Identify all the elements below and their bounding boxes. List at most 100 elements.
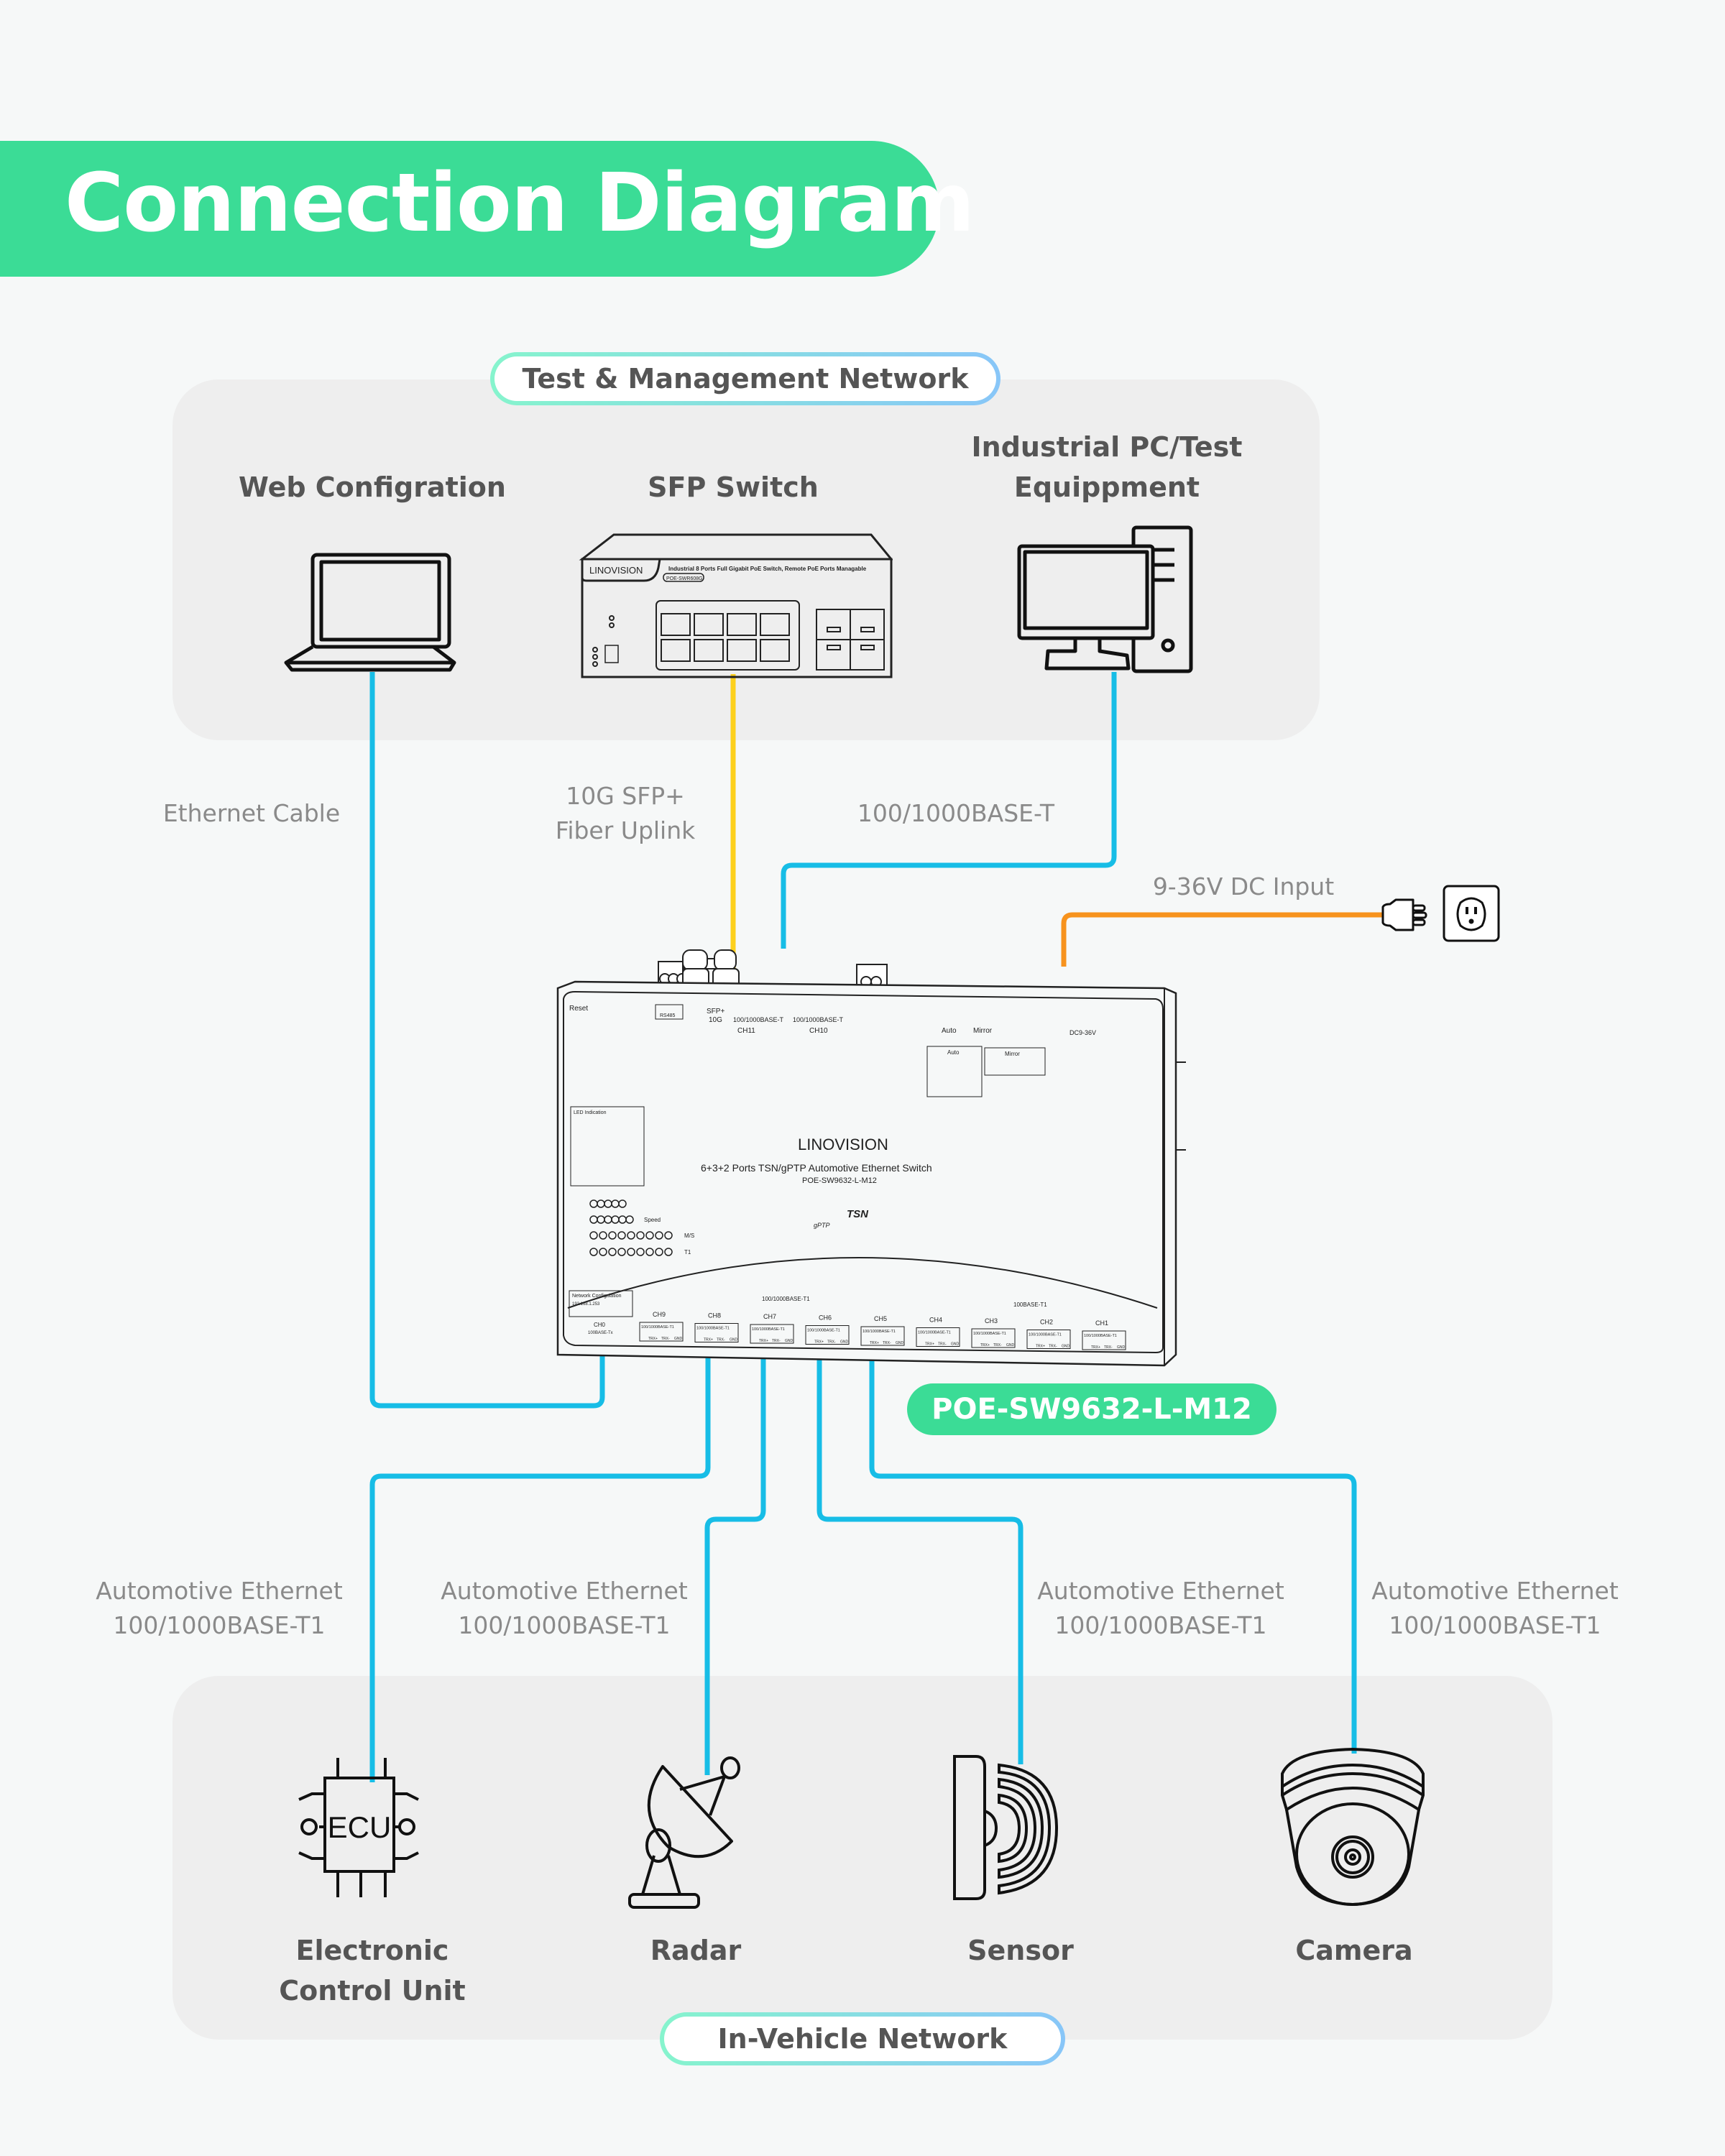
ch11-rj45-label: 100/1000BASE-T	[733, 1016, 784, 1023]
channel-pin: TRX-	[883, 1341, 891, 1345]
power-cable	[1061, 912, 1384, 967]
section-label-text: Test & Management Network	[494, 356, 996, 401]
sfp-switch-icon: LINOVISION Industrial 8 Ports Full Gigab…	[579, 533, 893, 678]
ethernet-cable-laptop	[369, 672, 605, 1409]
title-banner	[0, 141, 939, 277]
channel-connector	[694, 1323, 739, 1342]
device-label-ecu: Electronic Control Unit	[229, 1930, 516, 2011]
section-label-test-management: Test & Management Network	[490, 352, 1000, 405]
main-switch-model: POE-SW9632-L-M12	[802, 1176, 877, 1185]
device-label-industrial-pc: Industrial PC/Test Equippment	[927, 427, 1287, 507]
ch0-label: CH0	[594, 1322, 606, 1328]
auto-switch-label: Auto	[942, 1027, 957, 1035]
mirror-box-title: Mirror	[1005, 1051, 1020, 1057]
channel-type: 100/1000BASE-T1	[1029, 1333, 1062, 1337]
cable-label-sfp-fiber: 10G SFP+ Fiber Uplink	[532, 779, 719, 848]
channel-name: CH2	[1040, 1319, 1053, 1326]
channel-pin: TRX-	[661, 1337, 670, 1341]
led-row-t1: T1	[684, 1249, 691, 1256]
ethernet-cable-ecu	[369, 1355, 711, 1782]
power-plug-icon	[1381, 898, 1427, 931]
cable-label-camera: Automotive Ethernet 100/1000BASE-T1	[1362, 1574, 1628, 1643]
channel-name: CH5	[874, 1315, 887, 1322]
channel-connector	[1082, 1330, 1126, 1350]
device-label-line: Control Unit	[279, 1975, 466, 2007]
channel-pin: GND	[896, 1341, 904, 1345]
channel-pin: TRX-	[717, 1338, 725, 1342]
section-label-text: In-Vehicle Network	[664, 2017, 1061, 2061]
sfp-label: SFP+	[707, 1008, 724, 1015]
channel-pin: GND	[674, 1337, 683, 1341]
group-label-1000base-t1: 100/1000BASE-T1	[762, 1296, 810, 1302]
channel-pin: TRX+	[925, 1342, 934, 1347]
channel-connector	[639, 1322, 684, 1342]
channel-name: CH3	[985, 1317, 998, 1325]
channel-pin: TRX-	[772, 1339, 781, 1343]
channel-pin: TRX+	[759, 1339, 768, 1343]
channel-pin: GND	[1006, 1343, 1015, 1348]
channel-name: CH9	[653, 1311, 666, 1318]
ch10-rj45-label: 100/1000BASE-T	[793, 1016, 844, 1023]
rs485-label: RS485	[660, 1013, 676, 1018]
cable-label-1000base-t: 100/1000BASE-T	[857, 799, 1055, 827]
channel-pin: TRX-	[993, 1343, 1002, 1348]
net-config-title: Network Configulation	[572, 1294, 622, 1299]
led-grid	[589, 1199, 673, 1256]
channel-connector	[860, 1326, 905, 1346]
desktop-pc-icon	[1017, 525, 1193, 673]
channel-connector	[1026, 1330, 1071, 1349]
channel-pin: GND	[1062, 1345, 1070, 1349]
cable-label-line: 100/1000BASE-T1	[458, 1611, 671, 1639]
ch0-type: 100BASE-Tx	[588, 1331, 613, 1335]
cable-label-line: 10G SFP+	[566, 782, 685, 810]
channel-name: CH4	[929, 1317, 942, 1324]
cable-label-dc-input: 9-36V DC Input	[1152, 872, 1335, 900]
channel-type: 100/1000BASE-T1	[807, 1329, 840, 1333]
channel-pin: TRX+	[704, 1338, 713, 1342]
channel-type: 100/1000BASE-T1	[918, 1331, 951, 1335]
cable-label-radar: Automotive Ethernet 100/1000BASE-T1	[431, 1574, 697, 1643]
cable-label-line: Automotive Ethernet	[441, 1577, 688, 1605]
model-badge: POE-SW9632-L-M12	[907, 1383, 1276, 1435]
ecu-chip-text: ECU	[328, 1810, 392, 1844]
ecu-chip-icon: ECU	[298, 1758, 419, 1897]
cable-label-line: 100/1000BASE-T1	[1054, 1611, 1267, 1639]
dc-label: DC9-36V	[1070, 1029, 1096, 1036]
ch10-label: CH10	[809, 1027, 828, 1035]
channel-pin: TRX+	[814, 1340, 824, 1345]
cable-label-line: Automotive Ethernet	[1371, 1577, 1619, 1605]
cable-label-ethernet: Ethernet Cable	[162, 799, 341, 827]
main-switch-brand: LINOVISION	[798, 1135, 888, 1153]
group-label-100base-t1: 100BASE-T1	[1013, 1302, 1047, 1308]
channel-pin: GND	[730, 1338, 738, 1342]
device-label-radar: Radar	[650, 1935, 742, 1966]
channel-name: CH6	[819, 1314, 832, 1322]
ethernet-cable-sensor	[816, 1355, 1024, 1764]
channel-pin: TRX-	[938, 1342, 947, 1347]
cable-label-line: Fiber Uplink	[555, 816, 696, 844]
ethernet-cable-pc	[781, 672, 1117, 949]
channel-type: 100/1000BASE-T1	[862, 1330, 896, 1334]
channel-type: 100/1000BASE-T1	[641, 1325, 674, 1330]
channel-pin: GND	[840, 1340, 849, 1345]
device-label-web-config: Web Configration	[239, 471, 506, 503]
cable-label-line: 100/1000BASE-T1	[113, 1611, 326, 1639]
gptp-logo-text: gPTP	[814, 1222, 830, 1229]
main-switch-desc: 6+3+2 Ports TSN/gPTP Automotive Ethernet…	[701, 1162, 932, 1174]
channel-pin: TRX-	[1049, 1345, 1057, 1349]
cable-label-line: Automotive Ethernet	[96, 1577, 343, 1605]
power-outlet-icon	[1443, 885, 1500, 942]
device-label-camera: Camera	[1295, 1935, 1413, 1966]
sfp-switch-desc: Industrial 8 Ports Full Gigabit PoE Swit…	[668, 566, 867, 572]
channel-name: CH7	[763, 1313, 776, 1320]
channel-type: 100/1000BASE-T1	[752, 1327, 785, 1332]
channel-pin: GND	[1117, 1345, 1126, 1350]
laptop-icon	[284, 553, 456, 672]
sfp-switch-model: POE-SWR608G	[666, 576, 703, 581]
